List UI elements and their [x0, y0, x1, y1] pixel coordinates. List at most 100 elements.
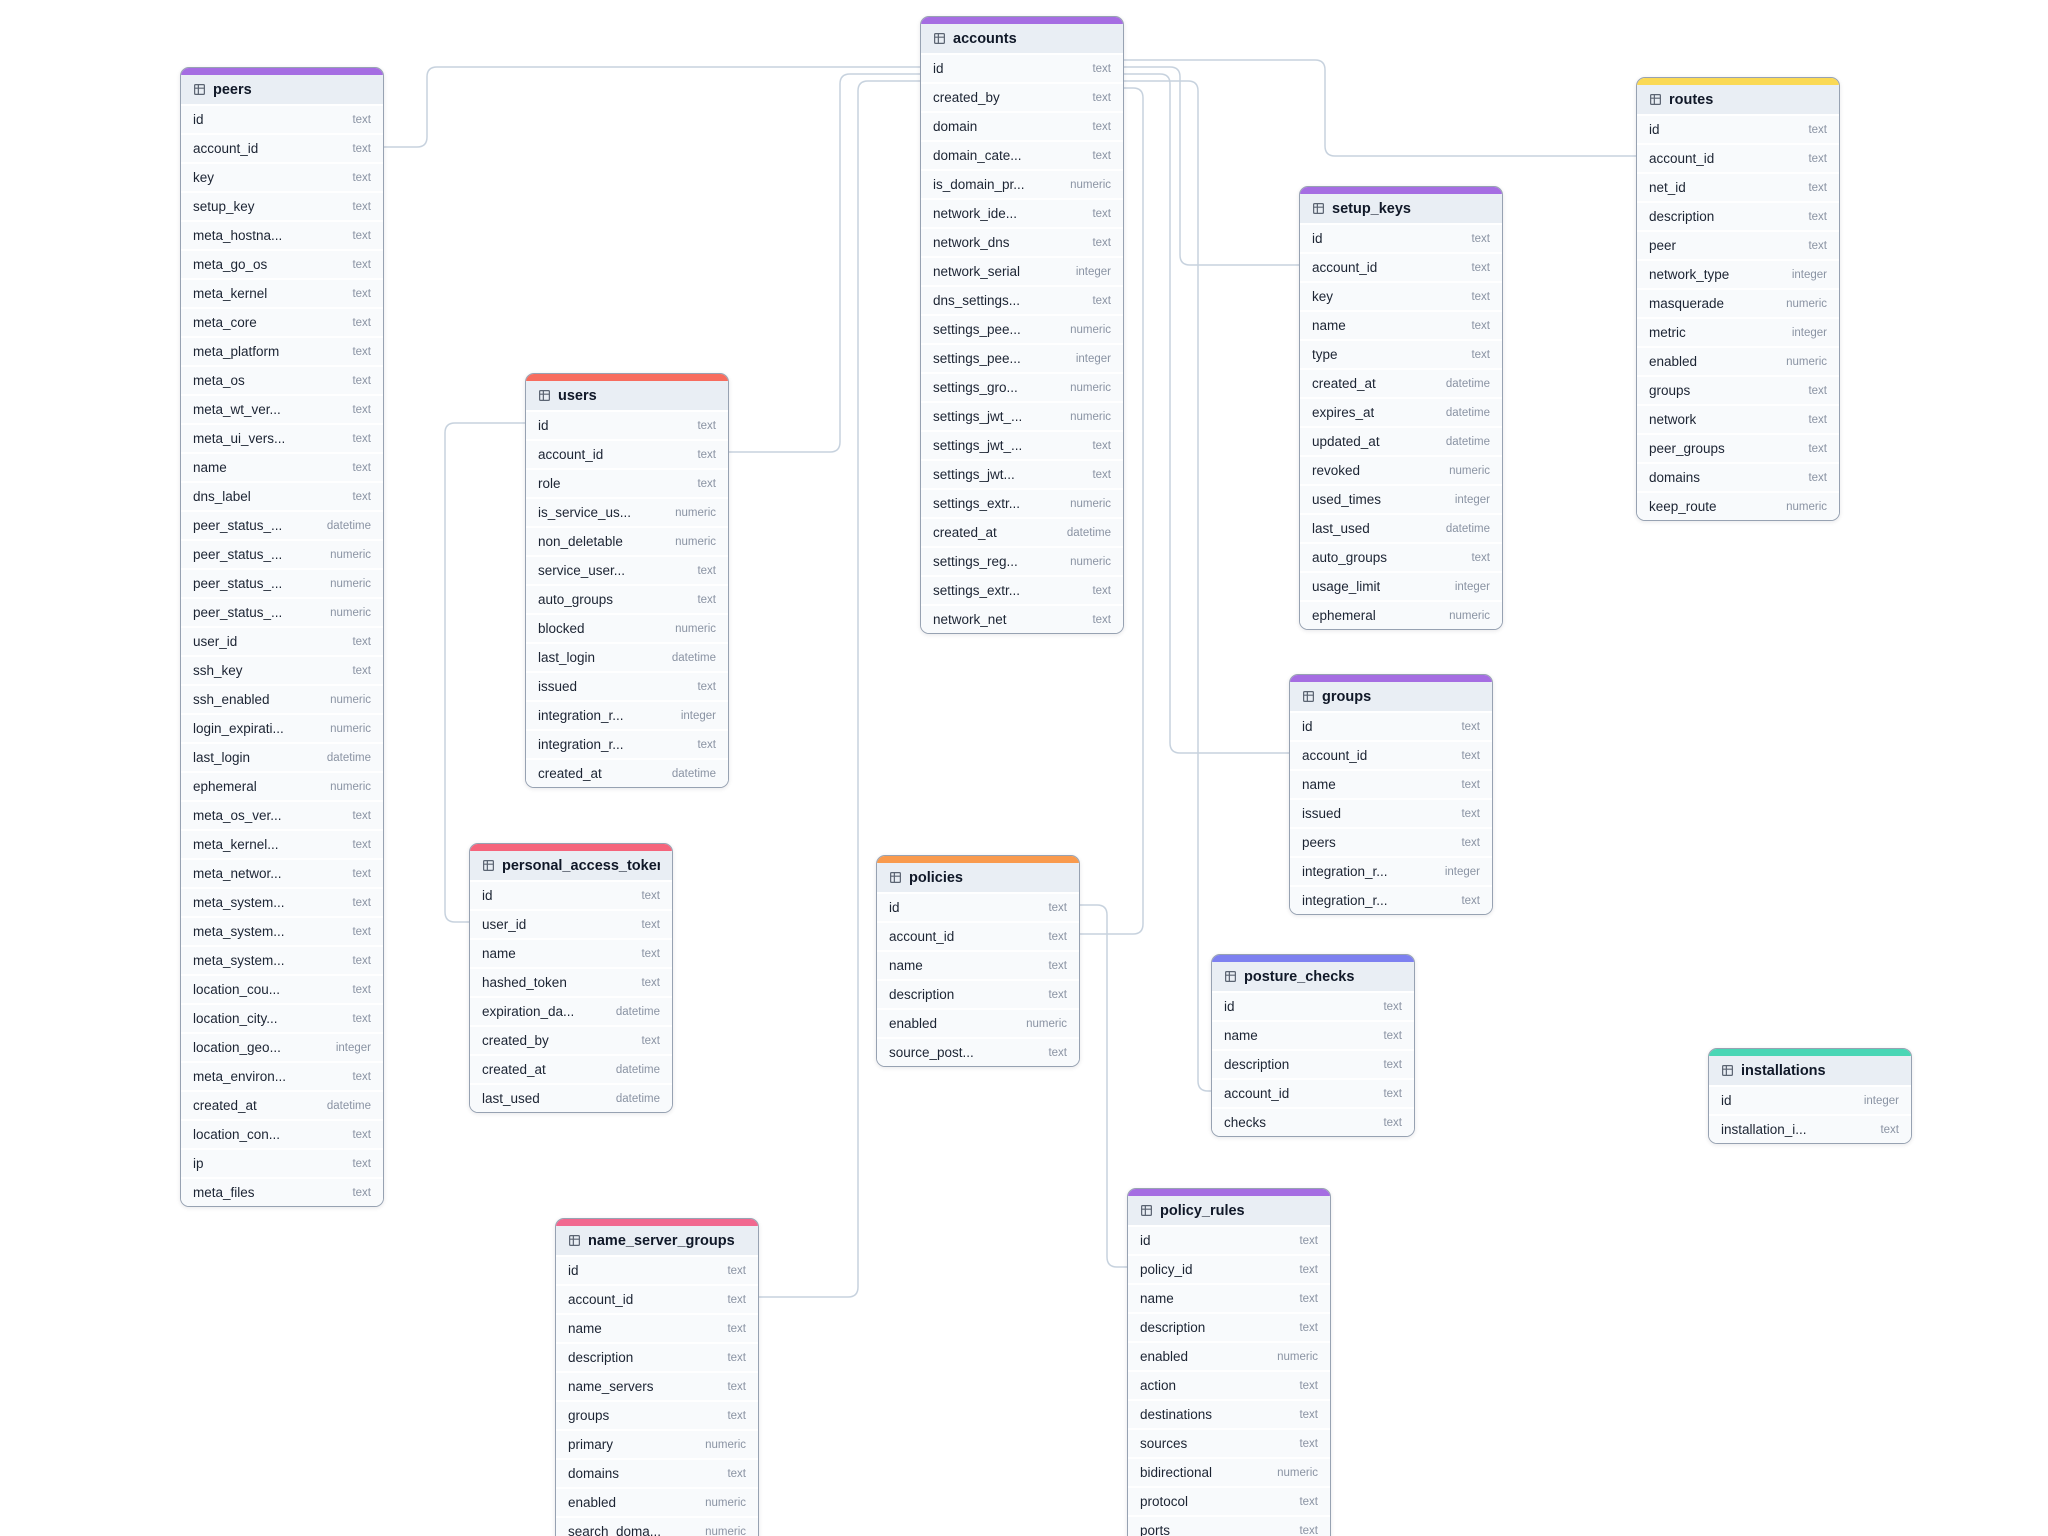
field-row-peers-meta_wt_ver[interactable]: meta_wt_ver...text — [181, 394, 383, 423]
field-row-accounts-settings_gro[interactable]: settings_gro...numeric — [921, 372, 1123, 401]
field-row-peers-meta_kernel[interactable]: meta_kernel...text — [181, 829, 383, 858]
field-row-accounts-network_ide[interactable]: network_ide...text — [921, 198, 1123, 227]
field-row-peers-peer_status_[interactable]: peer_status_...numeric — [181, 597, 383, 626]
field-row-peers-login_expirati[interactable]: login_expirati...numeric — [181, 713, 383, 742]
field-row-peers-location_cou[interactable]: location_cou...text — [181, 974, 383, 1003]
field-row-groups-integration_r[interactable]: integration_r...integer — [1290, 856, 1492, 885]
field-row-accounts-settings_jwt_[interactable]: settings_jwt_...numeric — [921, 401, 1123, 430]
field-row-users-integration_r[interactable]: integration_r...integer — [526, 700, 728, 729]
field-row-accounts-domain_cate[interactable]: domain_cate...text — [921, 140, 1123, 169]
table-header-groups[interactable]: groups — [1290, 682, 1492, 711]
field-row-accounts-settings_extr[interactable]: settings_extr...text — [921, 575, 1123, 604]
field-row-accounts-settings_extr[interactable]: settings_extr...numeric — [921, 488, 1123, 517]
table-header-personal_access_tokens[interactable]: personal_access_tokens — [470, 851, 672, 880]
field-row-name_server_groups-search_doma[interactable]: search_doma...numeric — [556, 1516, 758, 1536]
field-row-peers-peer_status_[interactable]: peer_status_...numeric — [181, 568, 383, 597]
field-row-peers-meta_environ[interactable]: meta_environ...text — [181, 1061, 383, 1090]
field-row-peers-meta_system[interactable]: meta_system...text — [181, 945, 383, 974]
field-row-peers-meta_system[interactable]: meta_system...text — [181, 916, 383, 945]
table-header-installations[interactable]: installations — [1709, 1056, 1911, 1085]
field-row-users-is_service_us[interactable]: is_service_us...numeric — [526, 497, 728, 526]
table-header-peers[interactable]: peers — [181, 75, 383, 104]
field-row-personal_access_tokens-expiration_da[interactable]: expiration_da...datetime — [470, 996, 672, 1025]
field-row-peers-meta_networ[interactable]: meta_networ...text — [181, 858, 383, 887]
table-header-accounts[interactable]: accounts — [921, 24, 1123, 53]
field-row-accounts-is_domain_pr[interactable]: is_domain_pr...numeric — [921, 169, 1123, 198]
table-header-setup_keys[interactable]: setup_keys — [1300, 194, 1502, 223]
